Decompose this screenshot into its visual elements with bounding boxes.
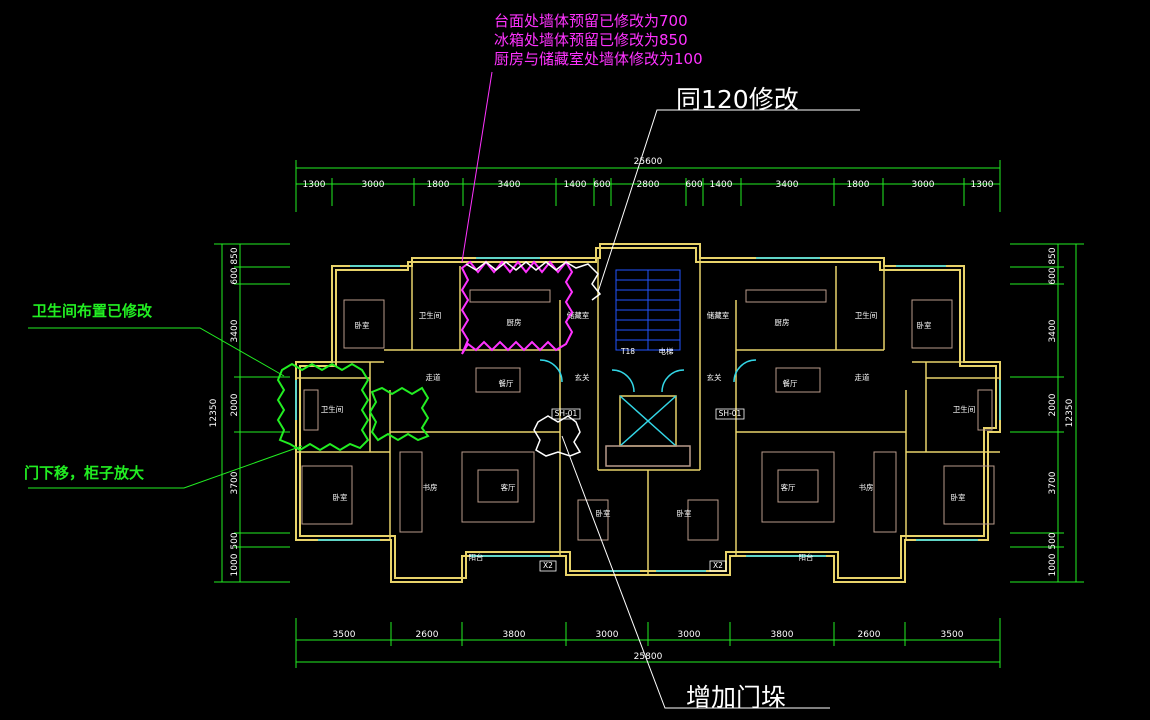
room-balcony-w: 阳台 [469, 552, 484, 562]
stair-label-a: T18 [620, 347, 635, 356]
room-storage-e: 储藏室 [707, 310, 730, 320]
room-labels: 卧室 卧室 卫生间 卫生间 厨房 厨房 储藏室 储藏室 餐厅 餐厅 走道 走道 … [321, 310, 976, 570]
room-living-e: 客厅 [781, 482, 796, 492]
room-corridor-e: 走道 [855, 372, 870, 382]
top-dim-9: 1400 [710, 180, 733, 190]
tag-sh-left: SH-01 [555, 409, 578, 418]
add-door-stack-note: 增加门垛 [686, 683, 787, 712]
room-bedroom-sc-w: 卧室 [596, 508, 611, 518]
top-dimension-labels: 1300 3000 1800 3400 1400 600 2800 600 14… [303, 180, 994, 190]
furniture [301, 289, 995, 541]
left-total-dimension: 12350 [209, 398, 219, 427]
mark-x2-left: X2 [543, 561, 553, 570]
right-total-dimension: 12350 [1065, 398, 1075, 427]
top-dim-12: 3000 [912, 180, 935, 190]
bottom-dim-8: 3500 [941, 630, 964, 640]
white-revision-cloud [465, 109, 860, 709]
right-dimension-labels: 850 600 3400 2000 3700 500 1000 [1048, 247, 1058, 576]
room-dining-e: 餐厅 [783, 379, 798, 388]
room-corridor-w: 走道 [426, 372, 441, 382]
green-revision-clouds [28, 327, 430, 489]
top-dim-10: 3400 [776, 180, 799, 190]
right-dim-4: 2000 [1048, 393, 1058, 416]
top-dim-5: 1400 [564, 180, 587, 190]
bottom-dim-1: 3500 [333, 630, 356, 640]
left-dim-2: 600 [230, 267, 240, 284]
room-bedroom-se: 卧室 [951, 492, 966, 502]
bottom-dimension-labels: 3500 2600 3800 3000 3000 3800 2600 3500 [333, 630, 964, 640]
room-bathroom-e-mid: 卫生间 [953, 404, 976, 414]
bottom-dim-4: 3000 [596, 630, 619, 640]
room-entry-e: 玄关 [707, 372, 722, 382]
door-revision-note: 门下移，柜子放大 [24, 464, 145, 482]
right-dim-6: 500 [1048, 532, 1058, 549]
stair-core [615, 269, 681, 351]
building-walls [295, 243, 1001, 583]
right-dim-5: 3700 [1048, 471, 1058, 494]
room-study-w: 书房 [423, 482, 438, 492]
room-kitchen-w: 厨房 [507, 317, 522, 327]
tag-boxes [539, 408, 745, 572]
top-dim-7: 2800 [637, 180, 660, 190]
left-dim-6: 500 [230, 532, 240, 549]
top-dim-11: 1800 [847, 180, 870, 190]
room-bedroom-nw: 卧室 [355, 320, 370, 330]
magenta-note-line-3: 厨房与储藏室处墙体修改为100 [494, 50, 703, 68]
top-dimension-chain [295, 160, 1001, 212]
top-dim-3: 1800 [427, 180, 450, 190]
right-dim-2: 600 [1048, 267, 1058, 284]
left-dim-7: 1000 [230, 553, 240, 576]
right-dimension-chain [1010, 243, 1084, 583]
room-bathroom-w-mid: 卫生间 [321, 404, 344, 414]
same-as-120-note: 同120修改 [676, 85, 799, 114]
left-dim-1: 850 [230, 247, 240, 264]
top-dim-6: 600 [593, 180, 610, 190]
magenta-note-line-2: 冰箱处墙体预留已修改为850 [494, 31, 688, 49]
left-dim-4: 2000 [230, 393, 240, 416]
magenta-note-line-1: 台面处墙体预留已修改为700 [494, 12, 688, 30]
top-dim-1: 1300 [303, 180, 326, 190]
elevator-shaft [605, 395, 691, 467]
room-bathroom-nw: 卫生间 [419, 310, 442, 320]
top-dim-13: 1300 [971, 180, 994, 190]
top-total-dimension: 25600 [634, 157, 663, 167]
magenta-revision-note: 台面处墙体预留已修改为700 冰箱处墙体预留已修改为850 厨房与储藏室处墙体修… [494, 12, 703, 69]
room-storage-w: 储藏室 [567, 310, 590, 320]
tag-sh-right: SH-01 [719, 409, 742, 418]
left-dimension-chain [214, 243, 290, 583]
room-living-w: 客厅 [501, 482, 516, 492]
right-dim-1: 850 [1048, 247, 1058, 264]
top-dim-4: 3400 [498, 180, 521, 190]
room-bedroom-sc-e: 卧室 [677, 508, 692, 518]
bottom-dim-2: 2600 [416, 630, 439, 640]
interior-walls [296, 258, 1000, 575]
top-dim-8: 600 [685, 180, 702, 190]
windows [295, 257, 1001, 572]
room-bedroom-sw: 卧室 [333, 492, 348, 502]
left-dim-3: 3400 [230, 319, 240, 342]
bottom-dim-5: 3000 [678, 630, 701, 640]
room-study-e: 书房 [859, 482, 874, 492]
room-bathroom-ne: 卫生间 [855, 310, 878, 320]
stair-label-b: 电梯 [659, 346, 674, 356]
room-kitchen-e: 厨房 [775, 317, 790, 327]
room-bedroom-ne: 卧室 [917, 320, 932, 330]
magenta-revision-cloud [460, 71, 574, 355]
right-dim-3: 3400 [1048, 319, 1058, 342]
top-dim-2: 3000 [362, 180, 385, 190]
mark-x2-right: X2 [713, 561, 723, 570]
bottom-dim-3: 3800 [503, 630, 526, 640]
left-dimension-labels: 850 600 3400 2000 3700 500 1000 [230, 247, 240, 576]
right-dim-7: 1000 [1048, 553, 1058, 576]
room-balcony-e: 阳台 [799, 552, 814, 562]
room-entry-w: 玄关 [575, 372, 590, 382]
bottom-dim-7: 2600 [858, 630, 881, 640]
bathroom-revision-note: 卫生间布置已修改 [32, 302, 153, 320]
room-dining-w: 餐厅 [499, 379, 514, 388]
bottom-total-dimension: 25800 [634, 652, 663, 662]
left-dim-5: 3700 [230, 471, 240, 494]
bottom-dim-6: 3800 [771, 630, 794, 640]
